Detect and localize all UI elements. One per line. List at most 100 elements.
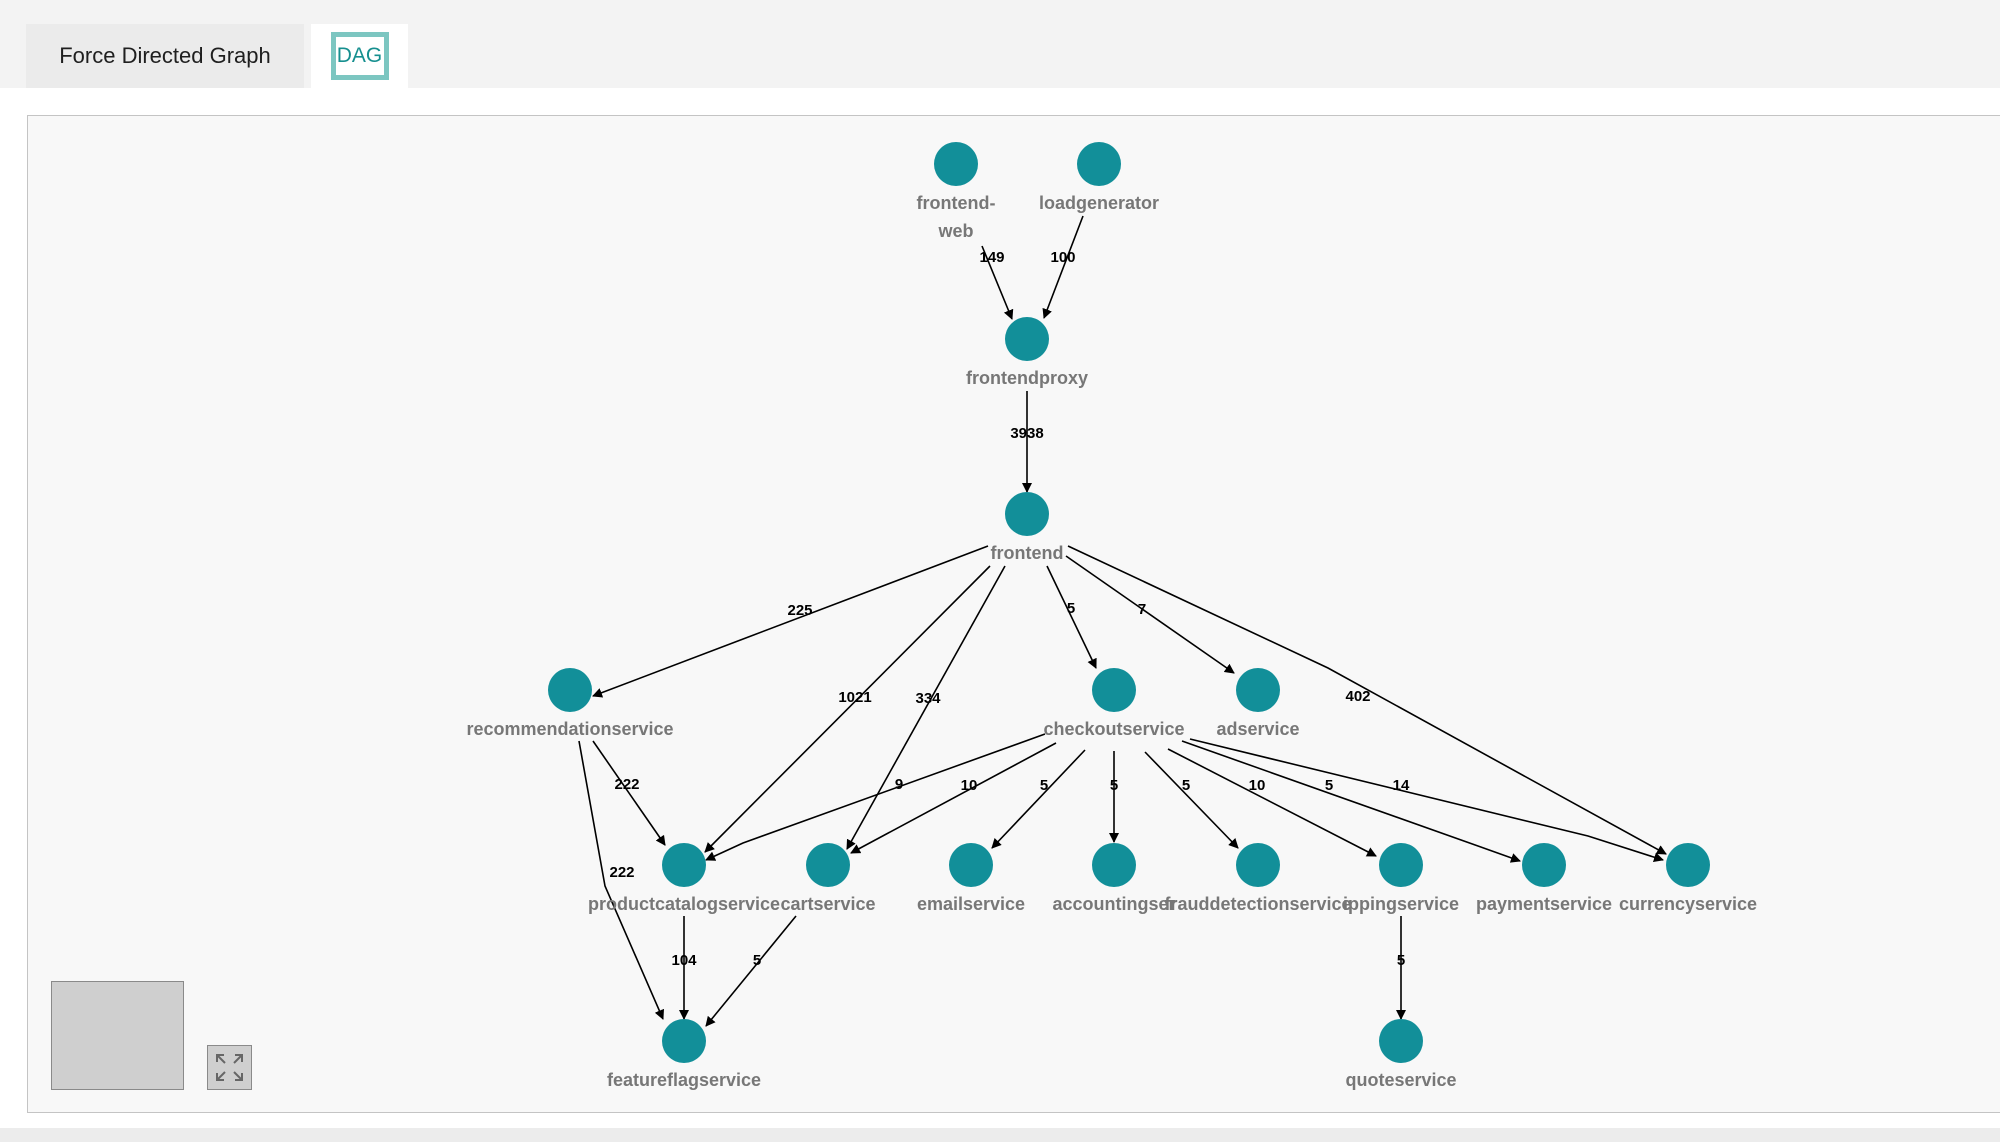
edge-line bbox=[1065, 555, 1235, 674]
node-label: cartservice bbox=[780, 894, 875, 914]
edge-recommendationservice-to-featureflagservice[interactable]: 222 bbox=[578, 740, 664, 1020]
fit-view-button[interactable] bbox=[207, 1045, 252, 1090]
node-label: frontend bbox=[991, 543, 1064, 563]
edge-label: 334 bbox=[915, 690, 941, 707]
edge-checkoutservice-to-productcatalogservice[interactable]: 9 bbox=[705, 733, 1046, 861]
node-label: emailservice bbox=[917, 894, 1025, 914]
edge-checkoutservice-to-currencyservice[interactable]: 14 bbox=[1189, 738, 1664, 863]
edge-shippingservice-to-quoteservice[interactable]: 5 bbox=[1396, 916, 1406, 1020]
node-circle[interactable] bbox=[662, 843, 706, 887]
node-frauddetectionservice[interactable]: frauddetectionservice bbox=[1164, 843, 1352, 914]
node-label: ippingservice bbox=[1343, 894, 1459, 914]
node-circle[interactable] bbox=[1522, 843, 1566, 887]
node-checkoutservice[interactable]: checkoutservice bbox=[1043, 668, 1185, 739]
edge-loadgenerator-to-frontendproxy[interactable]: 100 bbox=[1042, 215, 1084, 319]
tab-force-directed-graph-label: Force Directed Graph bbox=[59, 43, 271, 68]
node-label: loadgenerator bbox=[1039, 193, 1159, 213]
edge-frontend-web-to-frontendproxy[interactable]: 149 bbox=[979, 245, 1014, 320]
node-circle[interactable] bbox=[1005, 317, 1049, 361]
node-label: paymentservice bbox=[1476, 894, 1612, 914]
node-circle[interactable] bbox=[1379, 1019, 1423, 1063]
tab-dag-focus-ring: DAG bbox=[330, 32, 389, 80]
bottom-strip bbox=[0, 1128, 2000, 1142]
node-label: productcatalogservice bbox=[588, 894, 780, 914]
node-circle[interactable] bbox=[949, 843, 993, 887]
node-recommendationservice[interactable]: recommendationservice bbox=[466, 668, 674, 739]
edge-line bbox=[1189, 738, 1664, 863]
node-circle[interactable] bbox=[806, 843, 850, 887]
node-circle[interactable] bbox=[1379, 843, 1423, 887]
edge-checkoutservice-to-cartservice[interactable]: 10 bbox=[850, 742, 1057, 854]
edge-cartservice-to-featureflagservice[interactable]: 5 bbox=[705, 915, 797, 1027]
node-circle[interactable] bbox=[1077, 142, 1121, 186]
node-adservice[interactable]: adservice bbox=[1216, 668, 1300, 739]
tab-dag[interactable]: DAG bbox=[311, 24, 408, 88]
node-circle[interactable] bbox=[1092, 668, 1136, 712]
node-label: frontend- bbox=[917, 193, 996, 213]
edge-frontendproxy-to-frontend[interactable]: 3938 bbox=[1010, 391, 1044, 493]
node-frontend-web[interactable]: frontend-web bbox=[917, 142, 996, 241]
edge-label: 149 bbox=[979, 249, 1004, 266]
node-shippingservice[interactable]: ippingservice bbox=[1343, 843, 1459, 914]
node-circle[interactable] bbox=[1666, 843, 1710, 887]
tab-force-directed-graph[interactable]: Force Directed Graph bbox=[26, 24, 304, 88]
node-frontendproxy[interactable]: frontendproxy bbox=[966, 317, 1088, 388]
edge-frontend-to-currencyservice[interactable]: 402 bbox=[1067, 545, 1667, 855]
edge-frontend-to-recommendationservice[interactable]: 225 bbox=[592, 545, 989, 698]
tab-dag-label: DAG bbox=[336, 44, 383, 67]
edge-line bbox=[578, 740, 664, 1020]
edge-line bbox=[704, 565, 991, 853]
edge-frontend-to-productcatalogservice[interactable]: 1021 bbox=[704, 565, 991, 853]
node-circle[interactable] bbox=[662, 1019, 706, 1063]
edge-label: 5 bbox=[1397, 952, 1405, 969]
node-loadgenerator[interactable]: loadgenerator bbox=[1039, 142, 1159, 213]
edge-checkoutservice-to-paymentservice[interactable]: 5 bbox=[1181, 740, 1521, 863]
edge-checkoutservice-to-accountingservice[interactable]: 5 bbox=[1109, 751, 1119, 843]
edge-checkoutservice-to-shippingservice[interactable]: 10 bbox=[1167, 748, 1377, 857]
nodes-layer: frontend-web loadgenerator frontendproxy fr… bbox=[466, 142, 1757, 1090]
node-emailservice[interactable]: emailservice bbox=[917, 843, 1025, 914]
node-label: frontendproxy bbox=[966, 368, 1088, 388]
node-label: currencyservice bbox=[1619, 894, 1757, 914]
node-circle[interactable] bbox=[1092, 843, 1136, 887]
edge-label: 5 bbox=[1182, 777, 1190, 794]
edge-label: 3938 bbox=[1010, 425, 1043, 442]
node-label: adservice bbox=[1216, 719, 1299, 739]
node-label: featureflagservice bbox=[607, 1070, 761, 1090]
tab-bar: Force Directed Graph DAG bbox=[0, 0, 2000, 88]
node-frontend[interactable]: frontend bbox=[991, 492, 1064, 563]
node-circle[interactable] bbox=[1005, 492, 1049, 536]
edge-line bbox=[705, 915, 797, 1027]
node-accountingservice[interactable]: accountingser bbox=[1052, 843, 1176, 914]
node-circle[interactable] bbox=[548, 668, 592, 712]
node-circle[interactable] bbox=[934, 142, 978, 186]
edge-frontend-to-cartservice[interactable]: 334 bbox=[846, 565, 1006, 850]
node-cartservice[interactable]: cartservice bbox=[780, 843, 876, 914]
edge-line bbox=[705, 733, 1046, 861]
edge-label: 402 bbox=[1345, 688, 1370, 705]
edge-line bbox=[1181, 740, 1521, 863]
edge-line bbox=[981, 245, 1014, 320]
edge-label: 9 bbox=[895, 776, 903, 793]
minimap[interactable] bbox=[51, 981, 184, 1090]
edge-recommendationservice-to-productcatalogservice[interactable]: 222 bbox=[592, 740, 666, 846]
edge-frontend-to-checkoutservice[interactable]: 5 bbox=[1046, 565, 1097, 669]
edge-frontend-to-adservice[interactable]: 7 bbox=[1065, 555, 1235, 674]
node-quoteservice[interactable]: quoteservice bbox=[1345, 1019, 1457, 1090]
node-currencyservice[interactable]: currencyservice bbox=[1619, 843, 1757, 914]
edge-checkoutservice-to-emailservice[interactable]: 5 bbox=[991, 749, 1086, 849]
node-label: quoteservice bbox=[1345, 1070, 1456, 1090]
edge-line bbox=[1046, 565, 1097, 669]
node-productcatalogservice[interactable]: productcatalogservice bbox=[588, 843, 780, 914]
node-label: web bbox=[937, 221, 973, 241]
node-paymentservice[interactable]: paymentservice bbox=[1476, 843, 1612, 914]
edge-productcatalogservice-to-featureflagservice[interactable]: 104 bbox=[671, 916, 697, 1020]
node-circle[interactable] bbox=[1236, 668, 1280, 712]
edge-checkoutservice-to-frauddetectionservice[interactable]: 5 bbox=[1144, 751, 1239, 849]
node-circle[interactable] bbox=[1236, 843, 1280, 887]
node-label: checkoutservice bbox=[1043, 719, 1184, 739]
node-featureflagservice[interactable]: featureflagservice bbox=[607, 1019, 761, 1090]
